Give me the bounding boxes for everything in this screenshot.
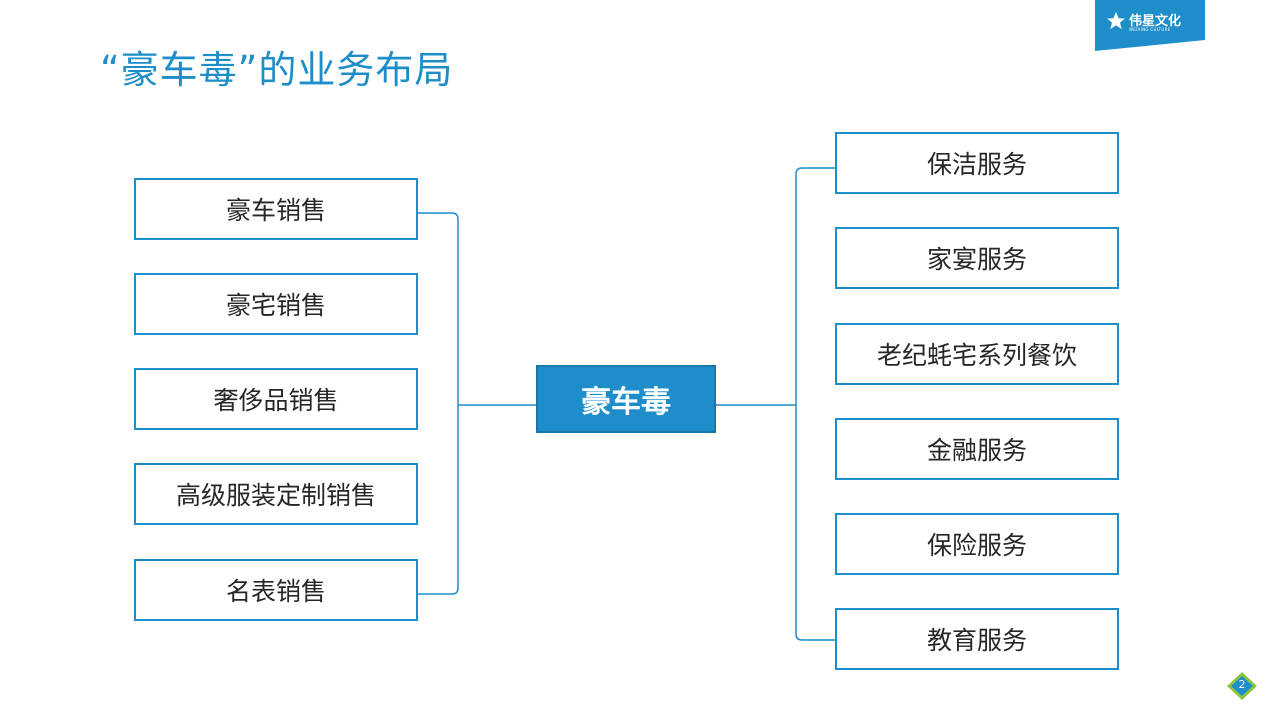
- logo-name: 伟星文化: [1129, 14, 1182, 29]
- left-item-watch-sales: 名表销售: [134, 559, 418, 621]
- left-item-label: 豪车销售: [225, 196, 326, 225]
- left-item-label: 高级服装定制销售: [175, 481, 376, 510]
- right-item-cleaning-service: 保洁服务: [835, 132, 1119, 194]
- right-item-label: 金融服务: [926, 436, 1027, 465]
- left-item-luxury-home-sales: 豪宅销售: [134, 273, 418, 335]
- left-item-label: 奢侈品销售: [213, 386, 339, 415]
- left-item-luxury-goods-sales: 奢侈品销售: [134, 368, 418, 430]
- page-number-badge: [1227, 672, 1257, 700]
- center-node-label: 豪车毒: [581, 385, 671, 420]
- right-item-dining: 老纪蚝宅系列餐饮: [835, 323, 1119, 385]
- right-item-label: 保洁服务: [926, 150, 1027, 179]
- logo-subtitle: WEIXING CULTURE: [1129, 27, 1171, 32]
- center-node: 豪车毒: [536, 365, 716, 433]
- page-number: 2: [1238, 678, 1246, 691]
- right-item-label: 老纪蚝宅系列餐饮: [876, 341, 1077, 370]
- left-item-luxury-car-sales: 豪车销售: [134, 178, 418, 240]
- left-item-label: 名表销售: [225, 577, 326, 606]
- right-item-insurance-service: 保险服务: [835, 513, 1119, 575]
- left-item-label: 豪宅销售: [225, 291, 326, 320]
- page-title: “豪车毒”的业务布局: [100, 48, 454, 92]
- right-item-label: 教育服务: [926, 626, 1027, 655]
- right-item-label: 保险服务: [926, 531, 1027, 560]
- right-item-education-service: 教育服务: [835, 608, 1119, 670]
- right-item-banquet-service: 家宴服务: [835, 227, 1119, 289]
- right-item-label: 家宴服务: [926, 245, 1027, 274]
- left-item-tailored-clothing-sales: 高级服装定制销售: [134, 463, 418, 525]
- right-item-finance-service: 金融服务: [835, 418, 1119, 480]
- star-icon: [1107, 12, 1125, 29]
- company-logo: 伟星文化 WEIXING CULTURE: [1095, 0, 1205, 51]
